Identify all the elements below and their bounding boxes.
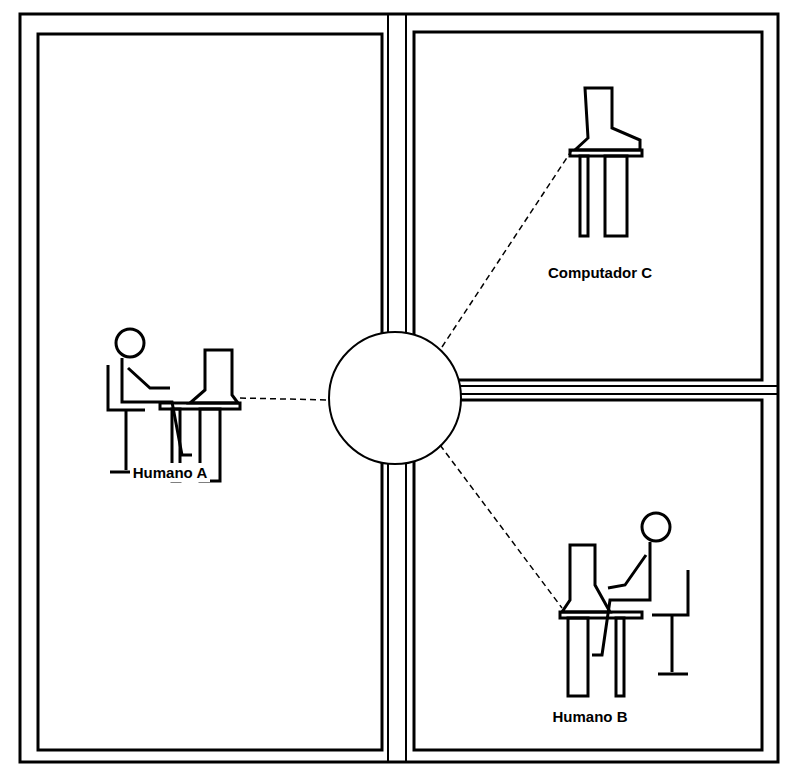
room-wall <box>414 32 762 380</box>
dashed-link <box>440 445 562 608</box>
room-label: Computador C <box>545 263 655 282</box>
wall-line <box>406 385 778 387</box>
room: Computador C <box>414 32 762 380</box>
room: Humano A <box>38 34 382 750</box>
outer-wall <box>20 14 778 762</box>
interrogation-circle <box>329 332 461 464</box>
room-wall <box>414 400 762 750</box>
dashed-link <box>440 150 572 350</box>
room: Humano B <box>414 400 762 750</box>
computer-c-figure <box>570 88 642 236</box>
dashed-link <box>240 398 329 400</box>
room-label: Humano B <box>550 707 631 726</box>
room-label: Humano A <box>130 463 210 482</box>
human-b-figure <box>560 513 688 696</box>
human-a-figure <box>108 329 240 481</box>
